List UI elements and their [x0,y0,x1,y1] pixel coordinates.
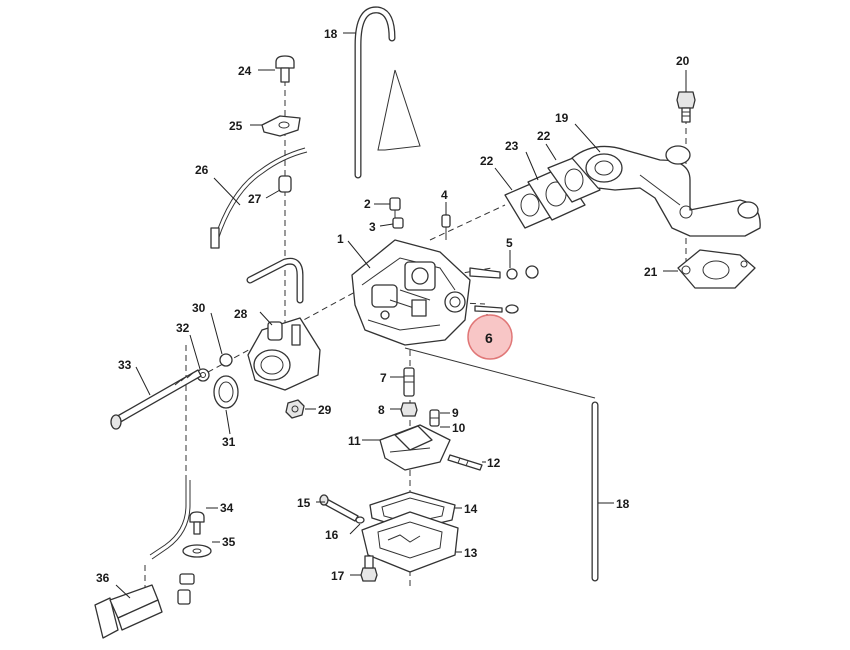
callout-2: 2 [364,197,371,211]
throttle-cable [210,147,308,249]
callout-31: 31 [222,435,236,449]
choke-cable [149,480,191,560]
callout-12: 12 [487,456,501,470]
float-pin-9-10 [429,409,440,427]
callout-15: 15 [297,496,311,510]
bolt-24 [275,55,295,83]
choke-knob-36 [94,573,195,639]
float-bowl-13 [361,511,459,573]
callout-24: 24 [238,64,252,78]
choke-body [247,317,321,391]
callout-23: 23 [505,139,519,153]
flange-gasket [677,249,756,289]
callout-33: 33 [118,358,132,372]
callout-30: 30 [192,301,206,315]
leader-lines [115,32,687,599]
callout-4: 4 [441,188,448,202]
callout-labels: 18 24 25 26 27 1 2 3 4 5 6 7 8 9 10 11 1… [96,27,690,585]
bracket-25 [261,115,301,137]
callout-35: 35 [222,535,236,549]
callout-28: 28 [234,307,248,321]
callout-7: 7 [380,371,387,385]
fuel-hose-top [354,6,421,179]
callout-16: 16 [325,528,339,542]
gaskets-and-insulator [504,155,601,229]
washer-30 [219,353,233,367]
callout-34: 34 [220,501,234,515]
bolt-20 [676,91,696,123]
callout-3: 3 [369,220,376,234]
callout-29: 29 [318,403,332,417]
screw-12 [447,454,483,471]
callout-10: 10 [452,421,466,435]
carburetor-body [351,239,471,346]
callout-18-right: 18 [616,497,630,511]
main-jet-8 [400,402,418,417]
callout-14: 14 [464,502,478,516]
main-jet-tube-7 [403,367,415,397]
drain-screw-17 [360,555,378,582]
washer-35 [182,544,212,558]
callout-32: 32 [176,321,190,335]
gasket-31 [213,375,239,409]
screw-15 [319,494,359,522]
callout-21: 21 [644,265,658,279]
callout-27: 27 [248,192,262,206]
cable-clip-27 [278,175,292,193]
fuel-hose-right [404,347,599,582]
callout-11: 11 [348,434,361,448]
washer-16 [355,516,365,524]
callout-25: 25 [229,119,243,133]
callout-20: 20 [676,54,690,68]
screw-34 [189,511,205,535]
callout-22-left: 22 [480,154,494,168]
callout-8: 8 [378,403,385,417]
callout-13: 13 [464,546,478,560]
callout-22-right: 22 [537,129,551,143]
callout-6: 6 [485,330,493,346]
callout-19: 19 [555,111,569,125]
callout-36: 36 [96,571,110,585]
elbow-hose [246,257,304,304]
float-11 [379,424,451,471]
callout-26: 26 [195,163,209,177]
callout-18-top: 18 [324,27,338,41]
intake-manifold [571,145,761,237]
callout-1: 1 [337,232,344,246]
callout-9: 9 [452,406,459,420]
nut-29 [285,399,305,419]
callout-17: 17 [331,569,345,583]
long-bolt-33 [110,369,202,430]
highlight-circle-6 [467,314,513,360]
callout-5: 5 [506,236,513,250]
